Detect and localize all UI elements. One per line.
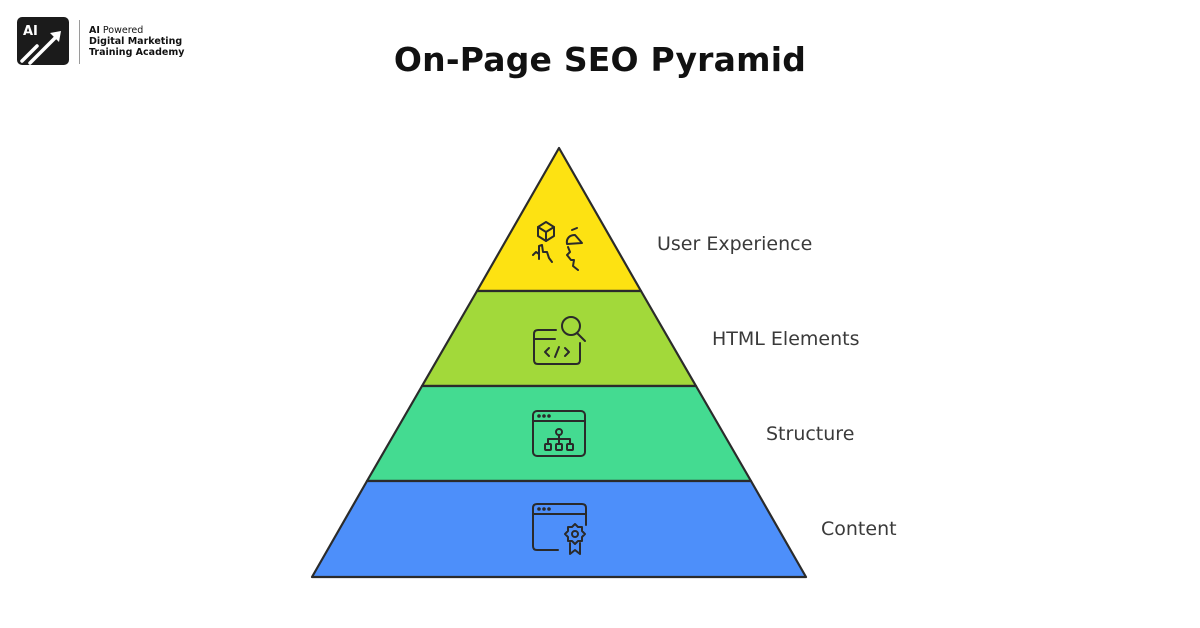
site-hierarchy-window-icon [532, 410, 586, 457]
pyramid-level-content [310, 479, 808, 579]
logo-mark: AI [17, 17, 69, 65]
logo-mark-text: AI [23, 24, 38, 39]
label-html-elements: HTML Elements [712, 328, 860, 350]
label-content: Content [821, 518, 897, 540]
page-title: On-Page SEO Pyramid [393, 40, 807, 79]
pyramid-level-user-experience [475, 146, 643, 293]
code-window-search-icon [533, 316, 586, 365]
logo-divider [79, 20, 80, 64]
logo-wordmark: AI Powered Digital Marketing Training Ac… [89, 25, 184, 58]
logo-line3: Training Academy [89, 47, 185, 58]
pyramid-level-structure [365, 384, 753, 483]
logo-line1-bold: AI [89, 25, 100, 36]
user-interaction-icon [532, 221, 583, 271]
label-structure: Structure [766, 423, 855, 445]
logo-line2: Digital Marketing [89, 36, 183, 47]
logo-line1-rest: Powered [99, 25, 144, 36]
label-user-experience: User Experience [657, 233, 813, 255]
pyramid-level-html-elements [420, 289, 698, 388]
upward-arrows-icon: AI [20, 24, 61, 65]
window-award-badge-icon [532, 503, 587, 555]
